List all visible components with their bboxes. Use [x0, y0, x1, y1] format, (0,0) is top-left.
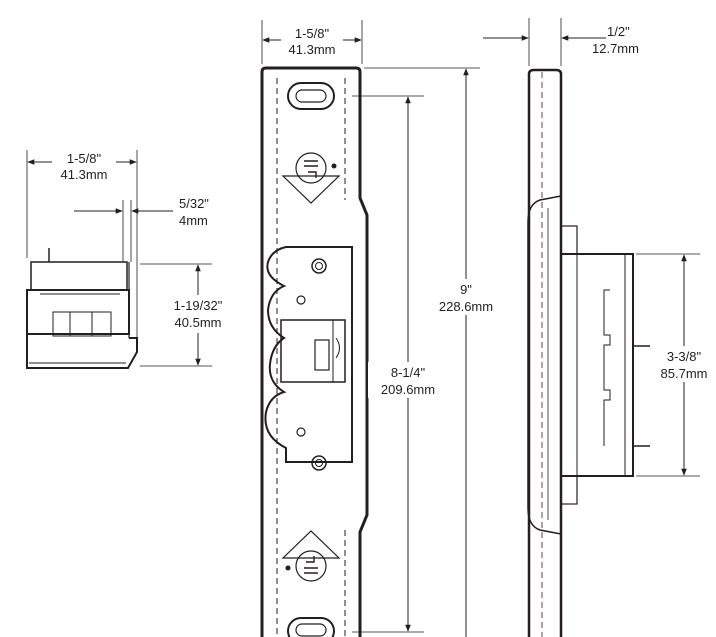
body-height-inch-label: 8-1/4"	[391, 365, 426, 380]
faceplate-thickness-mm-label: 12.7mm	[592, 41, 639, 56]
side-width-inch-label: 1-5/8"	[67, 151, 102, 166]
faceplate-thickness-inch-label: 1/2"	[607, 24, 630, 39]
side-lip-mm-label: 4mm	[179, 213, 208, 228]
front-view: 1-5/8" 41.3mm 9" 228.6mm 8-1/4" 209.6mm	[260, 20, 507, 637]
faceplate-width-dimension: 1-5/8" 41.3mm	[261, 20, 363, 64]
edge-faceplate	[527, 68, 563, 637]
edge-body-height-mm-label: 85.7mm	[661, 366, 708, 381]
top-mounting-slot	[287, 82, 335, 110]
faceplate-width-inch-label: 1-5/8"	[295, 26, 330, 41]
side-height-mm-label: 40.5mm	[175, 315, 222, 330]
faceplate-outline	[260, 66, 369, 637]
side-lip-dimension: 5/32" 4mm	[74, 196, 209, 262]
faceplate-height-inch-label: 9"	[460, 282, 472, 297]
faceplate-height-dimension: 9" 228.6mm	[364, 67, 507, 637]
body-height-mm-label: 209.6mm	[381, 382, 435, 397]
side-width-dimension: 1-5/8" 41.3mm	[26, 147, 138, 340]
faceplate-width-mm-label: 41.3mm	[289, 42, 336, 57]
body-height-dimension: 8-1/4" 209.6mm	[352, 95, 448, 633]
side-height-inch-label: 1-19/32"	[174, 298, 223, 313]
bottom-ul-logo-mark	[281, 530, 341, 582]
side-height-dimension: 1-19/32" 40.5mm	[140, 263, 234, 367]
edge-strike-body	[527, 195, 650, 535]
side-width-mm-label: 41.3mm	[61, 167, 108, 182]
top-ul-logo-mark	[281, 152, 341, 204]
edge-body-height-dimension: 3-3/8" 85.7mm	[636, 253, 713, 477]
side-view-body	[26, 248, 138, 369]
edge-body-height-inch-label: 3-3/8"	[667, 349, 702, 364]
bottom-mounting-slot	[287, 617, 335, 637]
side-lip-inch-label: 5/32"	[179, 196, 209, 211]
strike-keeper-body	[264, 246, 353, 471]
faceplate-height-mm-label: 228.6mm	[439, 299, 493, 314]
faceplate-thickness-dimension: 1/2" 12.7mm	[483, 18, 639, 66]
edge-view: 1/2" 12.7mm 3-3/8" 85.7mm	[483, 18, 713, 637]
side-view: 1-5/8" 41.3mm 5/32" 4mm 1-19/32" 40.5mm	[26, 147, 234, 369]
